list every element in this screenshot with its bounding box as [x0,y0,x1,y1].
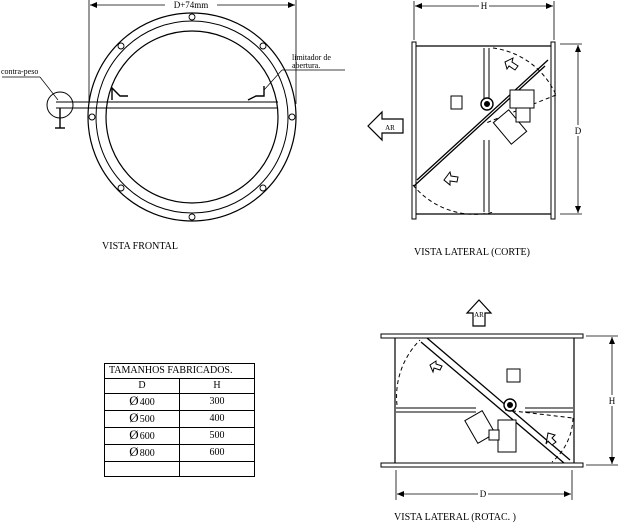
sizes-table: TAMANHOS FABRICADOS. D H Ø400 300 Ø500 4… [104,363,255,477]
table-row: Ø600 500 [105,427,254,445]
cell-h: 300 [179,393,254,411]
col-d-header: D [105,379,180,394]
ar-left-label: AR [385,124,395,132]
air-arrow-up [465,299,493,327]
dim-h-top-label: H [481,1,488,11]
cell-h: 400 [179,410,254,428]
diameter-icon: Ø [129,444,139,459]
bolt-holes [88,13,296,221]
vista-frontal-title: VISTA FRONTAL [102,241,178,252]
col-h-header: H [179,379,254,394]
dim-d-bottom-label: D [480,489,487,499]
vista-rotac-title: VISTA LATERAL (ROTAC. ) [394,512,516,523]
cell-d: Ø500 [105,410,180,428]
sizes-table-grid: D H Ø400 300 Ø500 400 Ø600 500 Ø800 600 [105,379,254,476]
table-row: Ø500 400 [105,410,254,428]
diameter-icon: Ø [129,427,139,442]
cell-d: Ø800 [105,444,180,462]
table-row: Ø400 300 [105,393,254,411]
dim-d-side-label: D [575,126,582,136]
side-section-view [367,1,582,220]
air-arrow-left [367,110,404,142]
dim-h-right-label: H [609,396,616,406]
cell-d: Ø400 [105,393,180,411]
cell-d-value: 800 [139,448,155,459]
vista-corte-title: VISTA LATERAL (CORTE) [414,247,530,258]
table-header-row: D H [105,379,254,394]
limitador-label-2: abertura. [292,61,320,70]
table-row: Ø800 600 [105,444,254,462]
cell-h: 600 [179,444,254,462]
cell-d: Ø600 [105,427,180,445]
sizes-table-caption: TAMANHOS FABRICADOS. [105,364,254,379]
side-rotation-view [380,299,618,500]
cell-d-value: 600 [139,431,155,442]
diameter-icon: Ø [129,410,139,425]
diameter-icon: Ø [129,393,139,408]
table-row-empty [105,461,254,476]
cell-empty [105,461,180,476]
limitador-label-1: limitador de [292,53,331,62]
contra-peso-label: contra-peso [1,67,38,76]
dim-frontal-label: D+74mm [174,0,209,10]
ar-up-label: AR [474,311,484,319]
cell-empty [179,461,254,476]
cell-d-value: 400 [139,397,155,408]
cell-d-value: 500 [139,414,155,425]
cell-h: 500 [179,427,254,445]
front-view [2,0,345,222]
